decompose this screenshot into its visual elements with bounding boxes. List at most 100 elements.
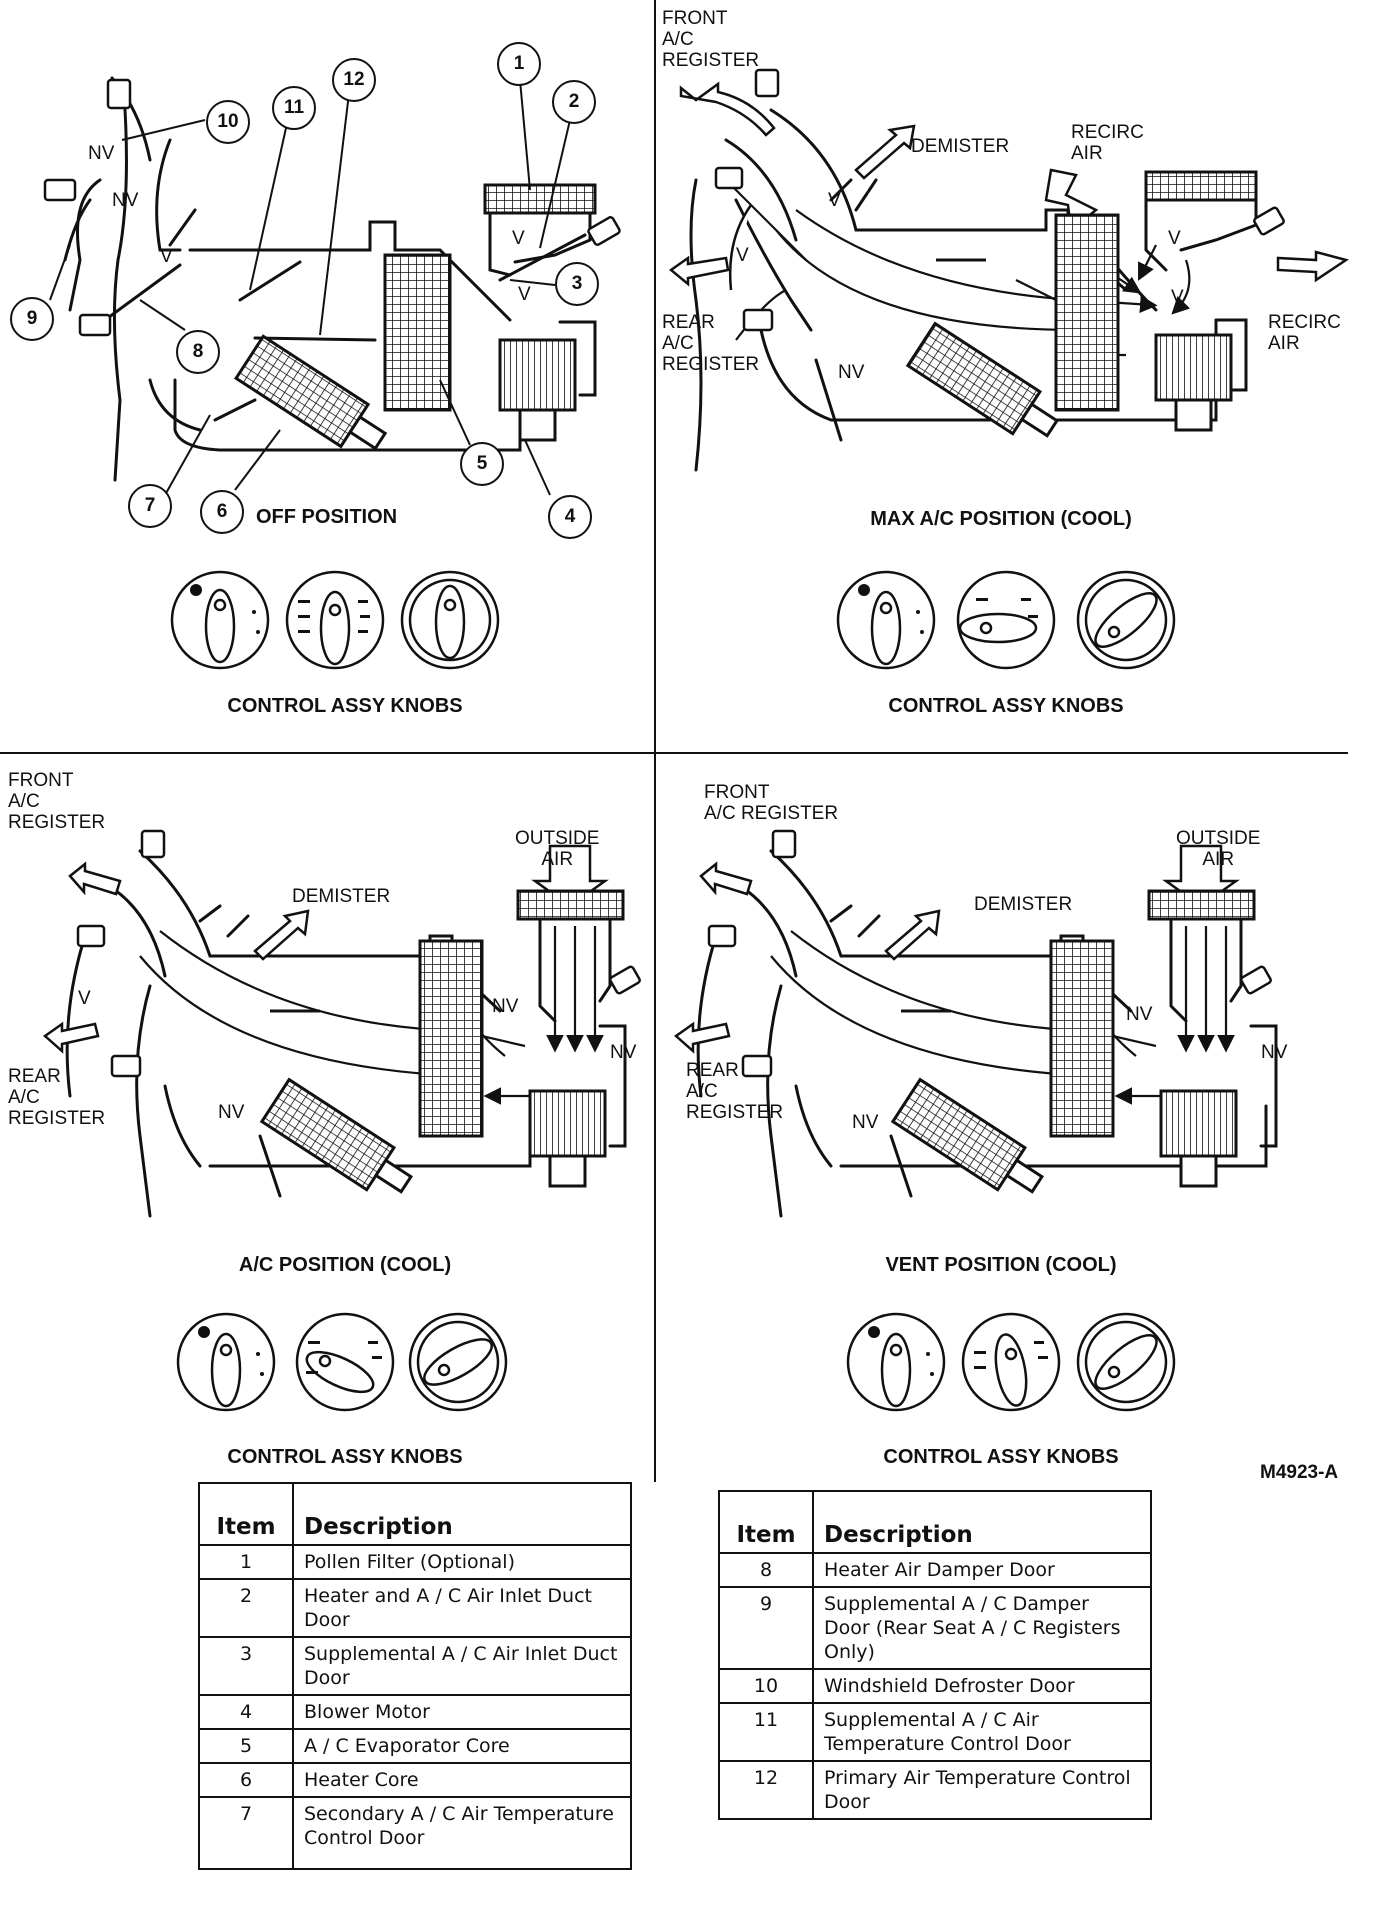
door-mark-nv: NV — [610, 1042, 637, 1063]
label-demister: DEMISTER — [292, 886, 391, 907]
item-number: 10 — [718, 1668, 814, 1704]
item-number: 9 — [718, 1586, 814, 1670]
column-header-description: Description — [292, 1484, 632, 1546]
label-rear-ac-register: REAR A/C REGISTER — [8, 1066, 106, 1129]
door-mark-nv: NV — [112, 190, 139, 211]
callout-7: 7 — [128, 484, 172, 528]
label-rear-ac-register: REAR A/C REGISTER — [686, 1060, 784, 1123]
item-number: 7 — [198, 1796, 294, 1870]
item-description: Supplemental A / C Damper Door (Rear Sea… — [812, 1586, 1152, 1670]
door-mark-nv: NV — [218, 1102, 245, 1123]
knobs-caption-max-ac: CONTROL ASSY KNOBS — [888, 695, 1124, 717]
hvac-diagram-vent — [673, 829, 1278, 1218]
item-description: A / C Evaporator Core — [292, 1728, 632, 1764]
item-number: 5 — [198, 1728, 294, 1764]
callout-9: 9 — [10, 297, 54, 341]
item-description: Heater Core — [292, 1762, 632, 1798]
item-number: 3 — [198, 1636, 294, 1696]
label-recirc-air-right: RECIRC AIR — [1268, 312, 1341, 354]
item-description: Supplemental A / C Air Inlet Duct Door — [292, 1636, 632, 1696]
callout-10: 10 — [206, 100, 250, 144]
door-mark-v: V — [1168, 228, 1181, 249]
panel-max-ac-position: FRONT A/C REGISTER DEMISTER RECIRC AIR R… — [656, 0, 1356, 750]
door-mark-nv: NV — [1261, 1042, 1288, 1063]
callout-8: 8 — [176, 330, 220, 374]
hvac-diagram-max-ac — [668, 68, 1349, 472]
hvac-diagram-off — [43, 76, 621, 496]
caption-max-ac-position: MAX A/C POSITION (COOL) — [870, 508, 1132, 530]
item-number: 8 — [718, 1552, 814, 1588]
label-rear-ac-register: REAR A/C REGISTER — [662, 312, 760, 375]
label-outside-air: OUTSIDE AIR — [1176, 828, 1261, 870]
door-mark-nv: NV — [88, 143, 115, 164]
door-mark-v: V — [160, 246, 173, 267]
door-mark-v: V — [518, 284, 531, 305]
door-mark-nv: NV — [492, 996, 519, 1017]
control-knobs-max-ac — [836, 570, 1176, 670]
control-knobs-ac — [176, 1312, 508, 1412]
item-number: 6 — [198, 1762, 294, 1798]
item-description: Heater and A / C Air Inlet Duct Door — [292, 1578, 632, 1638]
door-mark-v: V — [1171, 287, 1184, 308]
caption-vent-position: VENT POSITION (COOL) — [885, 1254, 1117, 1276]
door-mark-v: V — [512, 228, 525, 249]
column-header-item: Item — [198, 1484, 294, 1546]
callout-6: 6 — [200, 490, 244, 534]
item-description: Windshield Defroster Door — [812, 1668, 1152, 1704]
door-mark-nv: NV — [838, 362, 865, 383]
panel-ac-position: FRONT A/C REGISTER OUTSIDE AIR DEMISTER … — [0, 756, 650, 1496]
label-outside-air: OUTSIDE AIR — [515, 828, 600, 870]
item-description: Blower Motor — [292, 1694, 632, 1730]
item-description: Supplemental A / C Air Temperature Contr… — [812, 1702, 1152, 1762]
item-description: Primary Air Temperature Control Door — [812, 1760, 1152, 1820]
label-front-ac-register: FRONT A/C REGISTER — [662, 8, 760, 71]
door-mark-v: V — [78, 988, 91, 1009]
figure-code: M4923-A — [1260, 1462, 1339, 1483]
label-front-ac-register: FRONT A/C REGISTER — [704, 782, 839, 824]
callout-1: 1 — [497, 42, 541, 86]
label-front-ac-register: FRONT A/C REGISTER — [8, 770, 106, 833]
door-mark-nv: NV — [852, 1112, 879, 1133]
item-number: 4 — [198, 1694, 294, 1730]
knobs-caption-ac: CONTROL ASSY KNOBS — [227, 1446, 463, 1468]
column-header-description: Description — [812, 1492, 1152, 1554]
callout-3: 3 — [555, 262, 599, 306]
door-mark-v: V — [828, 190, 841, 211]
item-number: 1 — [198, 1544, 294, 1580]
door-mark-v: V — [736, 245, 749, 266]
label-recirc-air-top: RECIRC AIR — [1071, 122, 1144, 164]
item-number: 12 — [718, 1760, 814, 1820]
callout-12: 12 — [332, 58, 376, 102]
item-description: Pollen Filter (Optional) — [292, 1544, 632, 1580]
callout-4: 4 — [548, 495, 592, 539]
door-mark-nv: NV — [1126, 1004, 1153, 1025]
panel-off-position: 1 2 3 4 5 6 7 8 9 10 11 12 NV NV V V V O… — [0, 0, 650, 750]
item-description: Secondary A / C Air Temperature Control … — [292, 1796, 632, 1870]
item-description: Heater Air Damper Door — [812, 1552, 1152, 1588]
control-knobs-off — [170, 570, 500, 670]
caption-ac-position: A/C POSITION (COOL) — [238, 1254, 452, 1276]
hvac-diagram-ac — [42, 829, 641, 1218]
knobs-caption-off: CONTROL ASSY KNOBS — [227, 695, 463, 717]
panel-divider-horizontal — [0, 752, 1348, 754]
knobs-caption-vent: CONTROL ASSY KNOBS — [883, 1446, 1119, 1468]
label-demister: DEMISTER — [911, 136, 1010, 157]
panel-divider-vertical — [654, 0, 656, 1482]
control-knobs-vent — [846, 1312, 1176, 1412]
caption-off-position: OFF POSITION — [256, 506, 398, 528]
callout-5: 5 — [460, 442, 504, 486]
item-number: 11 — [718, 1702, 814, 1762]
